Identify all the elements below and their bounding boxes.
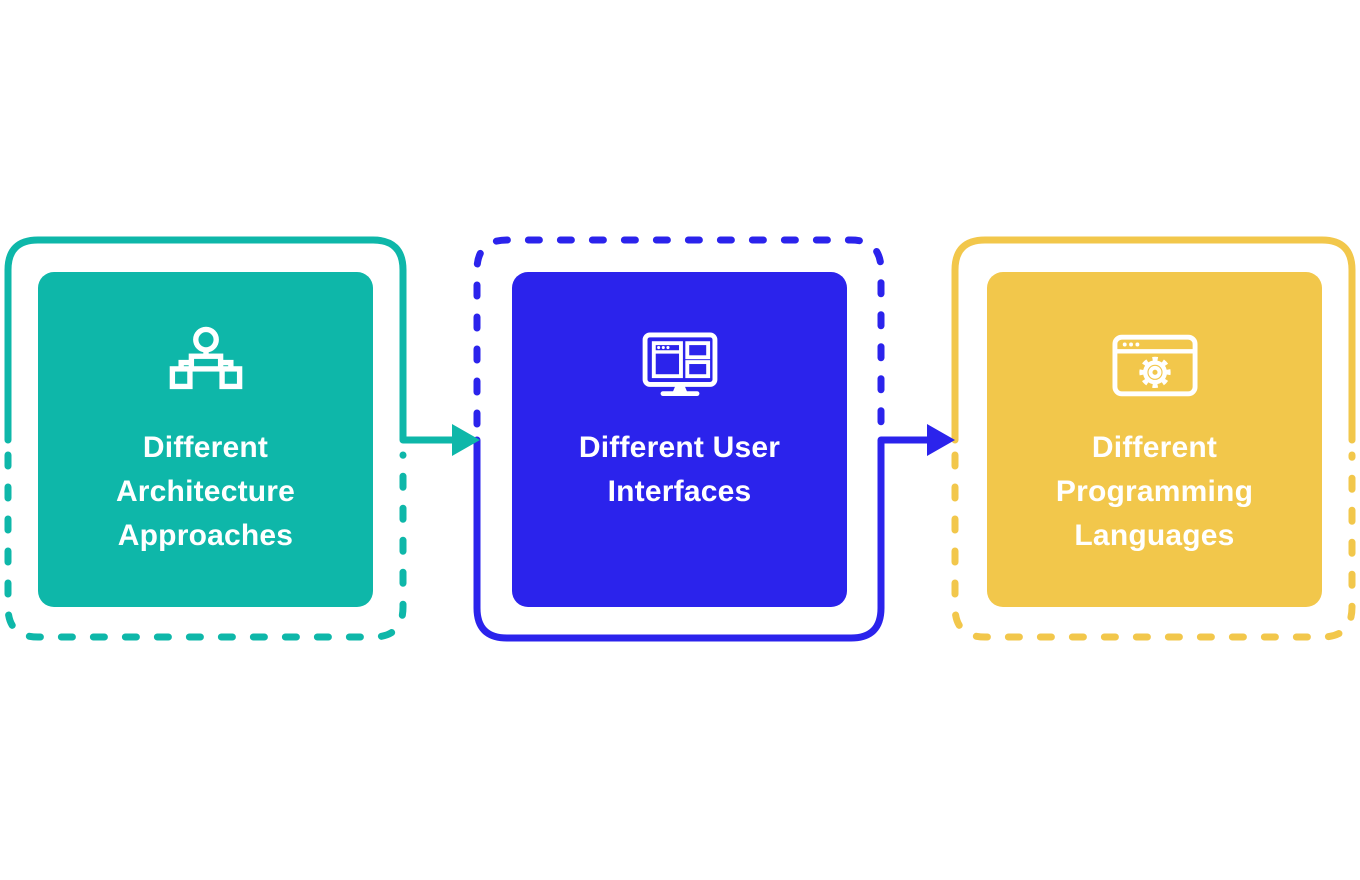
card-user-interfaces-label: Different User Interfaces [579, 426, 780, 514]
label-line: Architecture [115, 475, 296, 508]
card-programming-languages: Different Programming Languages [987, 272, 1322, 607]
label-line: Languages [1074, 519, 1235, 552]
arrow-architecture-to-ui-head [452, 424, 480, 456]
card-programming-languages-label: Different Programming Languages [1056, 426, 1253, 558]
label-line: Different [142, 431, 269, 464]
sitemap-icon [168, 318, 244, 412]
card-architecture: Different Architecture Approaches [38, 272, 373, 607]
label-line: Interfaces [607, 475, 752, 508]
card-user-interfaces: Different User Interfaces [512, 272, 847, 607]
label-line: Approaches [117, 519, 294, 552]
label-line: Different [1091, 431, 1218, 464]
arrow-ui-to-languages-head [927, 424, 955, 456]
label-line: Programming [1055, 475, 1254, 508]
browser-gear-icon [1111, 318, 1198, 412]
monitor-windows-icon [642, 318, 718, 412]
card-architecture-label: Different Architecture Approaches [116, 426, 295, 558]
label-line: Different User [578, 431, 781, 464]
